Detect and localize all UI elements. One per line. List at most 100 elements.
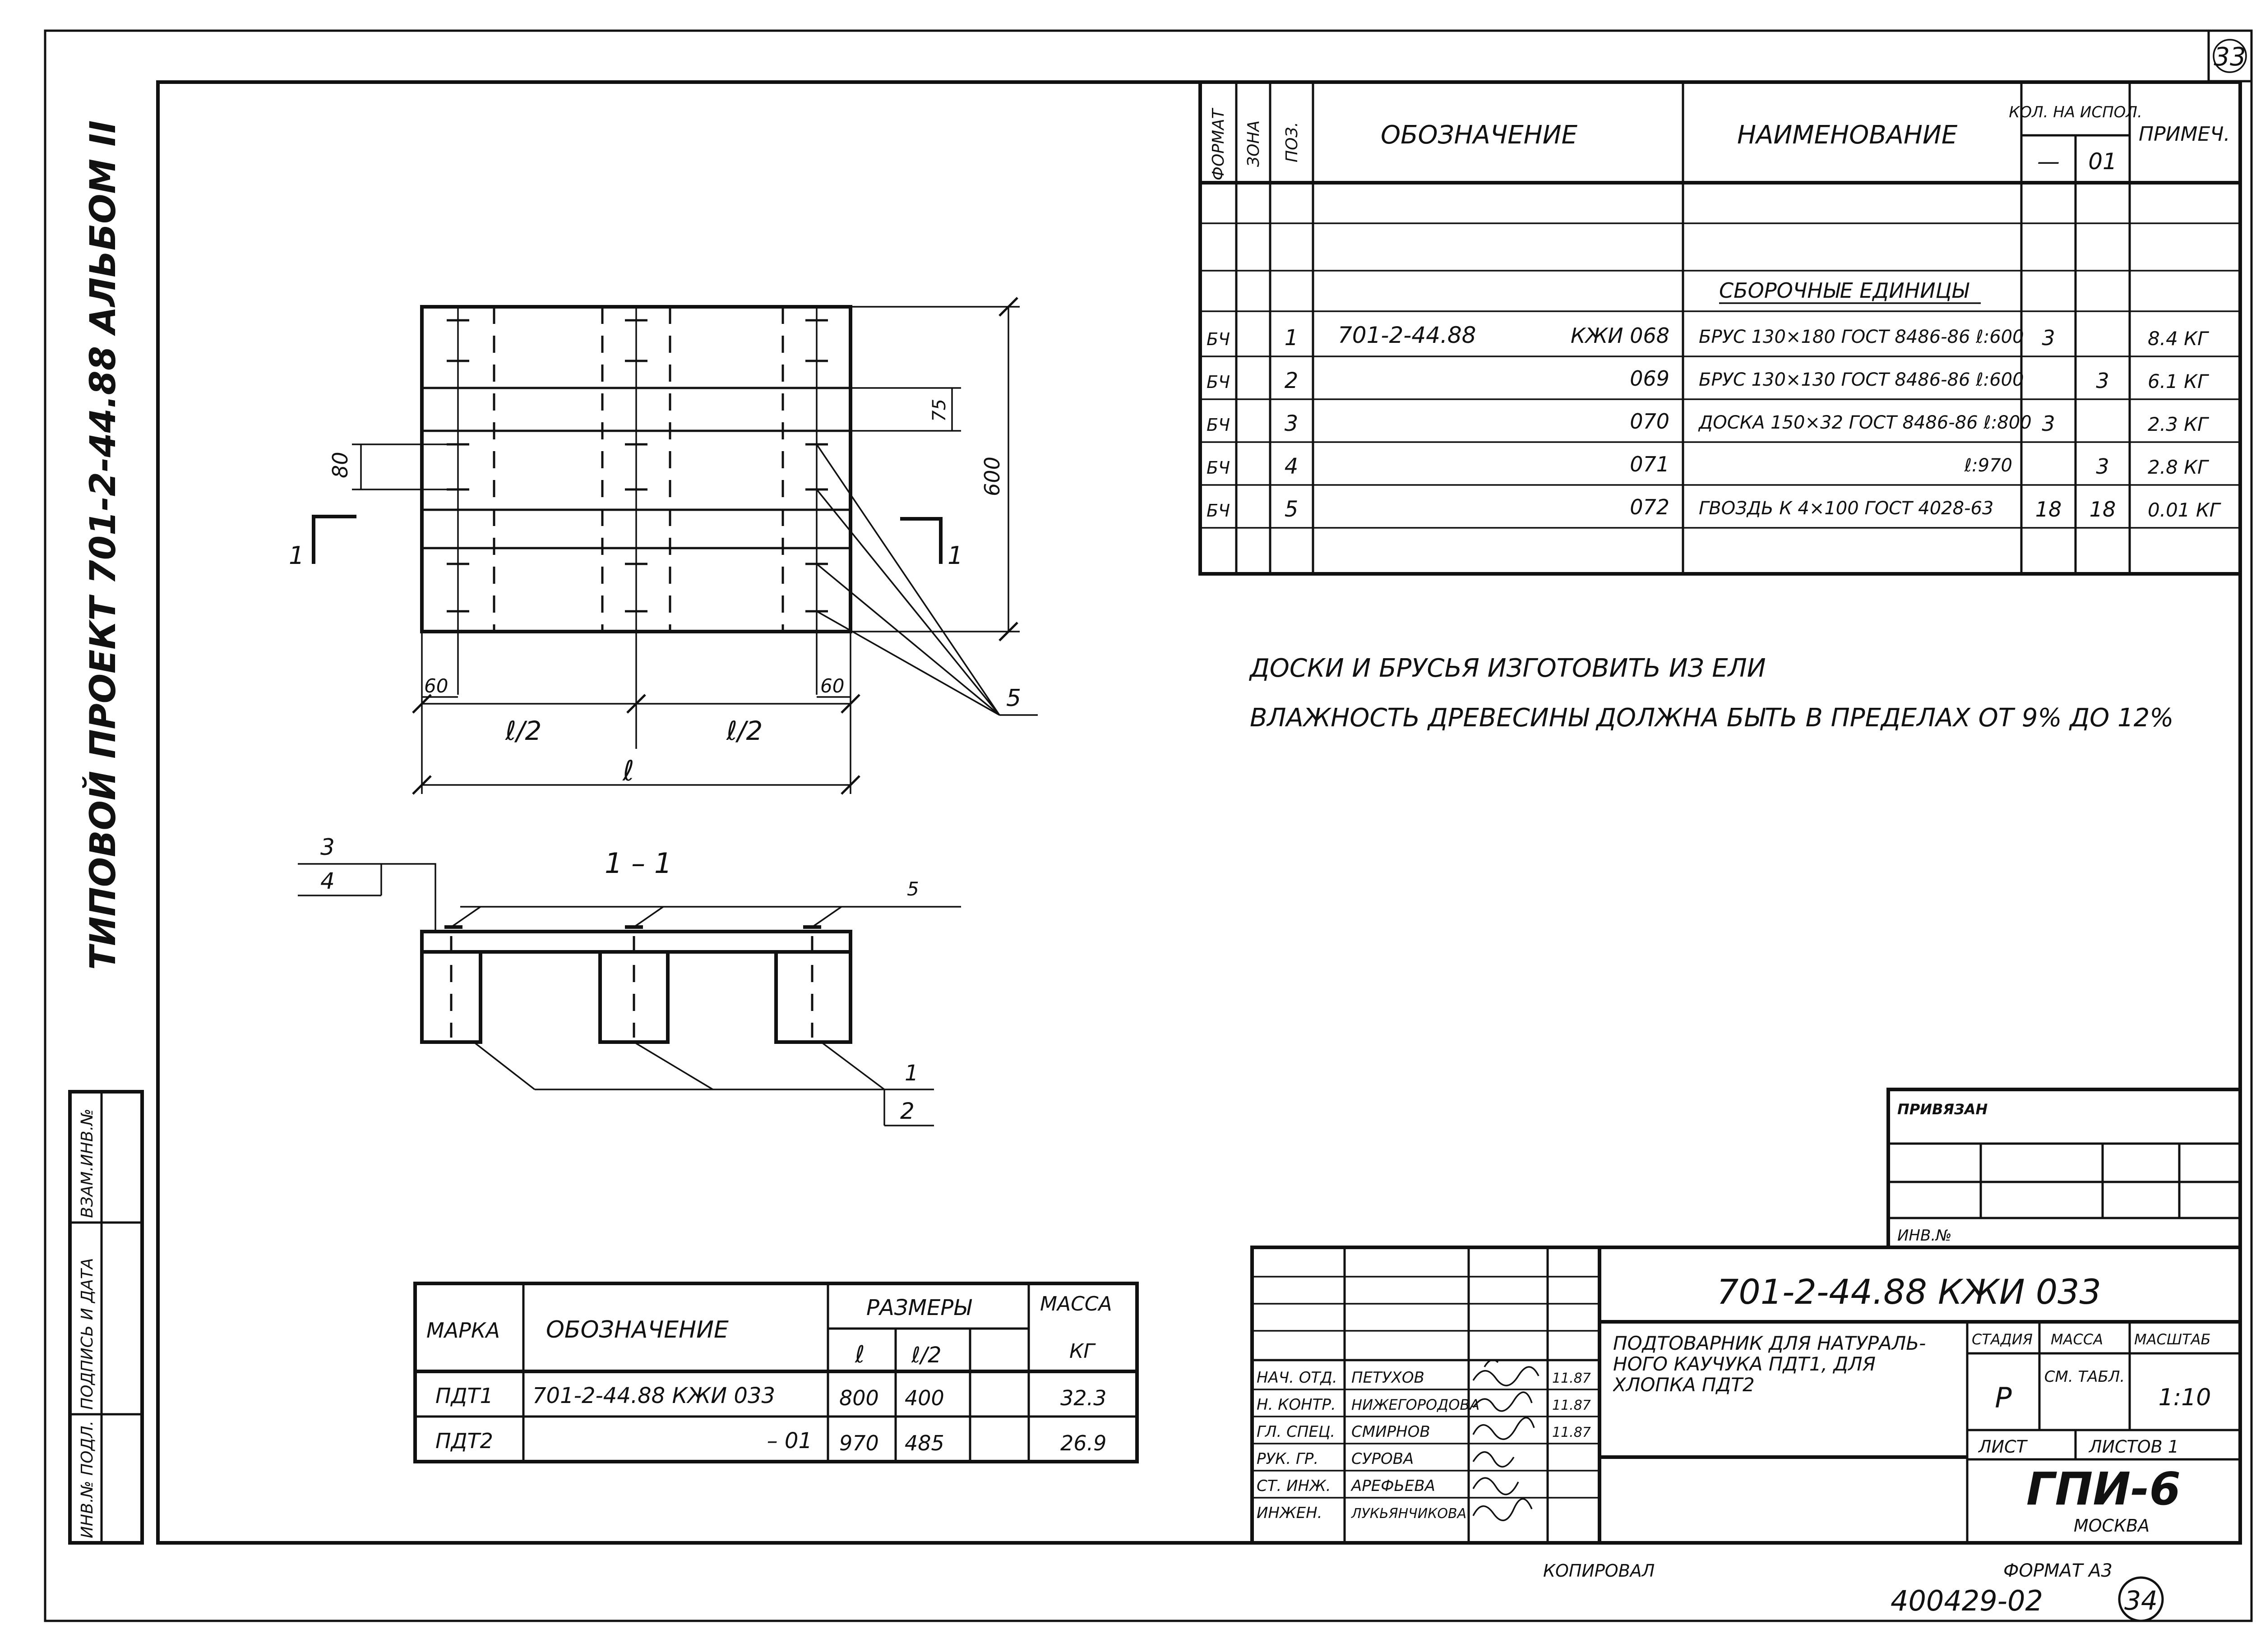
bottom-page-circle <box>2118 1576 2164 1622</box>
spec-header-pos: ПОЗ. <box>1283 122 1301 162</box>
section-view: 1 – 1 5 3 4 1 2 <box>298 834 961 1126</box>
callout-5-plan: 5 <box>1006 685 1021 712</box>
spec-cell-format: БЧ <box>1207 415 1230 435</box>
callout-5-section: 5 <box>907 878 919 900</box>
sizes-cell-mark: ПДТ1 <box>435 1384 493 1408</box>
spec-cell-qty1: 3 <box>2042 411 2055 436</box>
side-stamp-cell-2: ПОДПИСЬ И ДАТА <box>78 1258 97 1410</box>
signature-row: ИНЖЕН. ЛУКЬЯНЧИКОВА <box>1257 1504 1466 1522</box>
person-date: 11.87 <box>1552 1425 1591 1440</box>
org-city: МОСКВА <box>2074 1516 2150 1536</box>
sizes-header-l: ℓ <box>855 1341 864 1368</box>
signature-row: СТ. ИНЖ. АРЕФЬЕВА <box>1257 1477 1435 1495</box>
bottom-stamp-code: 400429-02 <box>1891 1584 2043 1617</box>
spec-row: БЧ 5 072 ГВОЗДЬ К 4×100 ГОСТ 4028-63 18 … <box>1207 495 2222 522</box>
spec-cell-note: 0.01 КГ <box>2148 499 2222 521</box>
callout-4: 4 <box>320 868 335 894</box>
org-name: ГПИ-6 <box>2026 1463 2181 1515</box>
stage-value: Р <box>1995 1381 2012 1414</box>
format-label: ФОРМАТ А3 <box>2003 1560 2113 1581</box>
attached-label: ПРИВЯЗАН <box>1897 1101 1988 1118</box>
spec-cell-qty2: 18 <box>2090 497 2116 521</box>
handwritten-signatures <box>1472 1359 1539 1522</box>
spec-cell-designation: 072 <box>1630 495 1669 519</box>
person-date: 11.87 <box>1552 1371 1591 1386</box>
spec-header-qty: КОЛ. НА ИСПОЛ. <box>2009 103 2142 121</box>
sizes-row: ПДТ2 – 01 970 485 26.9 <box>435 1428 1106 1455</box>
inv-label: ИНВ.№ <box>1897 1227 1952 1245</box>
note-line-1: ДОСКИ И БРУСЬЯ ИЗГОТОВИТЬ ИЗ ЕЛИ <box>1248 654 1766 683</box>
dim-600-label: 600 <box>980 457 1004 496</box>
section-title: 1 – 1 <box>605 847 672 880</box>
note-line-2: ВЛАЖНОСТЬ ДРЕВЕСИНЫ ДОЛЖНА БЫТЬ В ПРЕДЕЛ… <box>1250 703 2173 733</box>
sizes-cell-designation: – 01 <box>767 1428 812 1454</box>
spec-cell-designation: КЖИ 068 <box>1571 323 1669 348</box>
sizes-cell-mass: 32.3 <box>1060 1386 1106 1410</box>
side-title: ТИПОВОЙ ПРОЕКТ 701-2-44.88 АЛЬБОМ II <box>82 120 124 970</box>
bottom-page-number: 34 <box>2124 1585 2158 1616</box>
page-number-top-text: 33 <box>2214 42 2246 72</box>
spec-cell-name: ℓ:970 <box>1964 455 2012 476</box>
sizes-cell-l2: 400 <box>905 1386 944 1410</box>
spec-header-qty-col2: 01 <box>2088 148 2117 175</box>
spec-header-qty-col1: — <box>2037 148 2060 175</box>
title-block: 701-2-44.88 КЖИ 033 ПОДТОВАРНИК ДЛЯ НАТУ… <box>1250 1246 2242 1545</box>
signature-row: ГЛ. СПЕЦ. СМИРНОВ 11.87 <box>1257 1423 1591 1441</box>
person-role: ГЛ. СПЕЦ. <box>1257 1423 1335 1441</box>
sheets-label: ЛИСТОВ 1 <box>2088 1437 2179 1457</box>
title-description: ПОДТОВАРНИК ДЛЯ НАТУРАЛЬ-НОГО КАУЧУКА ПД… <box>1613 1333 1926 1396</box>
person-role: НАЧ. ОТД. <box>1257 1369 1337 1387</box>
spec-section-title: СБОРОЧНЫЕ ЕДИНИЦЫ <box>1719 278 1969 303</box>
spec-cell-format: БЧ <box>1207 329 1230 349</box>
spec-row: БЧ 1 701-2-44.88 КЖИ 068 БРУС 130×180 ГО… <box>1207 322 2210 351</box>
dim-60-left-label: 60 <box>424 675 448 697</box>
sizes-header-designation: ОБОЗНАЧЕНИЕ <box>546 1316 729 1343</box>
spec-cell-qty2: 3 <box>2096 454 2109 479</box>
person-role: СТ. ИНЖ. <box>1257 1477 1331 1495</box>
dim-75-label: 75 <box>929 399 950 422</box>
signature-row: НАЧ. ОТД. ПЕТУХОВ 11.87 <box>1257 1369 1591 1387</box>
person-name: АРЕФЬЕВА <box>1350 1477 1435 1495</box>
person-date: 11.87 <box>1552 1398 1591 1413</box>
outer-frame <box>44 29 2253 1622</box>
spec-row: БЧ 3 070 ДОСКА 150×32 ГОСТ 8486-86 ℓ:800… <box>1207 409 2210 436</box>
page-number-top: 33 <box>2207 29 2253 83</box>
sizes-cell-l: 970 <box>839 1431 879 1455</box>
spec-cell-name: ГВОЗДЬ К 4×100 ГОСТ 4028-63 <box>1699 498 1993 519</box>
person-name: НИЖЕГОРОДОВА <box>1351 1396 1479 1413</box>
side-stamp-cell-3: ИНВ.№ ПОДЛ. <box>78 1421 97 1538</box>
spec-table: ФОРМАТ ЗОНА ПОЗ. ОБОЗНАЧЕНИЕ НАИМЕНОВАНИ… <box>1198 80 2242 576</box>
mass-label: МАССА <box>2051 1331 2103 1348</box>
mass-value: СМ. ТАБЛ. <box>2044 1368 2125 1386</box>
spec-cell-note: 2.3 КГ <box>2148 413 2210 435</box>
person-name: ЛУКЬЯНЧИКОВА <box>1351 1506 1466 1522</box>
sizes-cell-mark: ПДТ2 <box>435 1429 493 1453</box>
section-mark-left: 1 <box>289 541 304 570</box>
spec-cell-note: 8.4 КГ <box>2148 328 2210 350</box>
sizes-cell-l2: 485 <box>905 1431 944 1455</box>
spec-cell-name: БРУС 130×180 ГОСТ 8486-86 ℓ:600 <box>1699 327 2024 347</box>
spec-cell-designation: 069 <box>1630 366 1669 391</box>
sizes-table: МАРКА ОБОЗНАЧЕНИЕ РАЗМЕРЫ ℓ ℓ/2 МАССА КГ… <box>413 1282 1139 1463</box>
spec-row: БЧ 2 069 БРУС 130×130 ГОСТ 8486-86 ℓ:600… <box>1207 366 2210 393</box>
spec-cell-pos: 3 <box>1285 411 1299 436</box>
side-stamp-cell-1: ВЗАМ.ИНВ.№ <box>78 1109 97 1218</box>
spec-cell-pos: 2 <box>1285 368 1299 393</box>
signature-row: РУК. ГР. СУРОВА <box>1257 1450 1414 1468</box>
spec-cell-designation-prefix: 701-2-44.88 <box>1338 322 1476 348</box>
person-role: РУК. ГР. <box>1257 1450 1318 1468</box>
spec-cell-format: БЧ <box>1207 501 1230 521</box>
person-role: ИНЖЕН. <box>1257 1504 1322 1522</box>
sizes-header-sizes: РАЗМЕРЫ <box>866 1295 972 1320</box>
copied-label: КОПИРОВАЛ <box>1543 1561 1655 1581</box>
attached-block: ПРИВЯЗАН ИНВ.№ <box>1886 1088 2242 1249</box>
scale-label: МАСШТАБ <box>2134 1331 2210 1348</box>
spec-header-designation: ОБОЗНАЧЕНИЕ <box>1381 120 1578 150</box>
spec-header-note: ПРИМЕЧ. <box>2139 123 2230 146</box>
spec-cell-name: БРУС 130×130 ГОСТ 8486-86 ℓ:600 <box>1699 369 2024 390</box>
sizes-cell-mass: 26.9 <box>1060 1431 1106 1455</box>
signature-row: Н. КОНТР. НИЖЕГОРОДОВА 11.87 <box>1257 1396 1591 1414</box>
spec-cell-note: 2.8 КГ <box>2148 456 2210 478</box>
plan-view: 600 75 80 1 1 60 60 ℓ/2 ℓ/2 ℓ <box>289 297 1038 795</box>
